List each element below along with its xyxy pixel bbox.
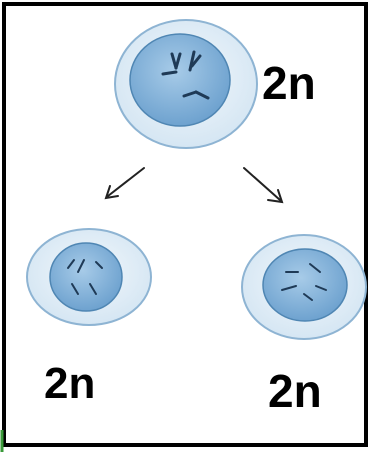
chromosome (67, 259, 75, 269)
chromosome (174, 52, 182, 70)
chromosome (95, 261, 103, 269)
chromosome (182, 90, 198, 98)
daughter-cell-right (241, 234, 367, 340)
chromosome (71, 283, 79, 295)
outer-border (2, 2, 368, 447)
chromosome (194, 90, 210, 100)
chromosome (77, 259, 85, 273)
chromosome (188, 50, 196, 72)
chromosome (190, 54, 202, 68)
chromosome (281, 285, 297, 291)
daughter-right-ploidy-label: 2n (268, 365, 322, 417)
right-chromosomes (281, 263, 327, 301)
daughter-cell-left (26, 228, 152, 326)
chromosome (89, 283, 97, 295)
left-chromosomes (67, 259, 103, 295)
division-arrows (104, 167, 284, 204)
daughter-left-ploidy-label: 2n (44, 359, 96, 408)
daughter-cell-right-nucleus (262, 248, 348, 322)
chromosome (315, 285, 327, 291)
parent-chromosomes (161, 50, 210, 100)
arrow-right (243, 167, 284, 204)
parent-ploidy-label: 2n (262, 57, 316, 109)
arrow-left (104, 167, 145, 200)
chromosome (303, 293, 313, 301)
chromosome (309, 263, 321, 273)
chromosome (161, 70, 178, 76)
daughter-cell-left-nucleus (49, 242, 123, 312)
parent-cell-nucleus (129, 33, 231, 127)
parent-cell (114, 19, 258, 149)
